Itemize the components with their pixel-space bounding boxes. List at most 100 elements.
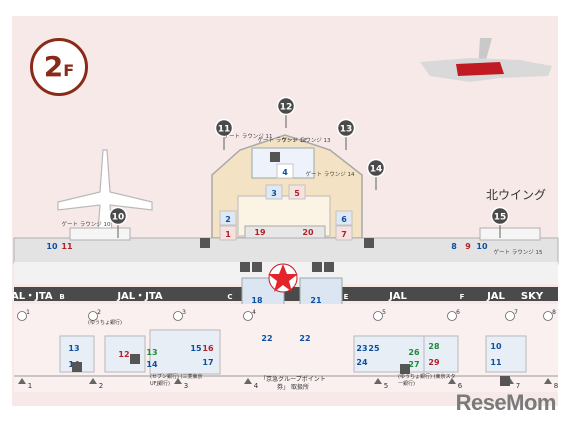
counter-label: JAL xyxy=(388,291,407,302)
shop-10: 10 xyxy=(476,242,488,251)
shop-10: 10 xyxy=(490,342,502,351)
svg-text:3: 3 xyxy=(271,189,277,198)
svg-text:17: 17 xyxy=(202,358,213,367)
svg-text:6: 6 xyxy=(456,309,460,316)
svg-text:19: 19 xyxy=(254,228,266,237)
svg-text:10: 10 xyxy=(112,213,125,223)
svg-text:7: 7 xyxy=(341,230,347,239)
station-8: 88 xyxy=(543,309,558,390)
shop-15: 15 xyxy=(190,344,202,353)
shop-10: 10 xyxy=(46,242,58,251)
svg-text:7: 7 xyxy=(514,309,518,316)
shop-17: 17 xyxy=(202,358,213,367)
shop-26: 26 xyxy=(408,348,420,357)
current-location-icon xyxy=(268,263,298,293)
floor-badge: 2F xyxy=(30,38,88,96)
svg-text:3: 3 xyxy=(182,309,186,316)
station-4: 44 xyxy=(243,309,259,390)
shop-7: 7 xyxy=(335,225,353,241)
counter-label: F xyxy=(460,293,465,301)
svg-text:8: 8 xyxy=(554,382,558,390)
wing-label: 北ウイング xyxy=(486,188,547,202)
shop-1: 1 xyxy=(219,225,237,241)
concourse xyxy=(13,237,559,265)
shop-20: 20 xyxy=(302,228,314,237)
svg-text:9: 9 xyxy=(465,242,471,251)
svg-text:6: 6 xyxy=(341,215,347,224)
svg-text:1: 1 xyxy=(225,230,231,239)
svg-text:4: 4 xyxy=(252,309,256,316)
svg-text:11: 11 xyxy=(218,125,231,135)
shop-6: 6 xyxy=(335,210,353,226)
gate-12: 12 xyxy=(276,96,296,128)
svg-text:15: 15 xyxy=(494,213,507,223)
shop-28: 28 xyxy=(428,342,440,351)
shop-2: 2 xyxy=(219,210,237,226)
gate-lounge-label: ゲート ラウンジ 15 xyxy=(494,248,543,256)
gate-lounge-label: ゲート ラウンジ 13 xyxy=(282,136,331,144)
svg-text:22: 22 xyxy=(299,334,310,343)
shop-22: 22 xyxy=(261,334,272,343)
counter-label: JAL・JTA xyxy=(116,291,163,302)
svg-text:10: 10 xyxy=(490,342,502,351)
svg-text:10: 10 xyxy=(476,242,488,251)
counter-label: B xyxy=(59,293,64,301)
svg-text:11: 11 xyxy=(490,358,502,367)
svg-text:22: 22 xyxy=(261,334,272,343)
shop-16: 16 xyxy=(202,344,214,353)
svg-text:14: 14 xyxy=(370,165,383,175)
floor-number: 2 xyxy=(43,50,64,83)
keikyu-note: 「京急グループポイント券」 取扱所 xyxy=(260,376,326,391)
shop-9: 9 xyxy=(465,242,471,251)
counter-label: SKY xyxy=(521,291,544,302)
gate-lounge-label: ゲート ラウンジ 11 xyxy=(224,132,273,140)
svg-text:28: 28 xyxy=(428,342,440,351)
svg-text:18: 18 xyxy=(251,296,263,305)
shop-18: 18 xyxy=(251,296,263,305)
gate-lounge-label: ゲート ラウンジ 12 xyxy=(258,136,307,144)
gate-11: 11 xyxy=(214,118,234,150)
shop-22: 22 xyxy=(299,334,310,343)
svg-text:14: 14 xyxy=(146,360,158,369)
gate-lounge-label: ゲート ラウンジ 14 xyxy=(306,170,355,178)
station-5: 55 xyxy=(373,309,388,390)
svg-text:13: 13 xyxy=(68,344,79,353)
svg-text:11: 11 xyxy=(61,242,73,251)
svg-text:12: 12 xyxy=(280,103,293,113)
gate-13: 13 xyxy=(336,118,356,150)
counter-label: JAL・JTA xyxy=(6,291,53,302)
svg-text:4: 4 xyxy=(282,168,288,177)
svg-text:8: 8 xyxy=(451,242,457,251)
svg-text:24: 24 xyxy=(356,358,368,367)
svg-text:2: 2 xyxy=(225,215,231,224)
station-1: 11 xyxy=(17,309,32,390)
counter-band xyxy=(14,287,558,301)
facility-icons xyxy=(72,152,510,386)
svg-text:13: 13 xyxy=(340,125,353,135)
station-2: 22 xyxy=(88,309,103,390)
shop-27: 27 xyxy=(408,360,419,369)
shop-11: 11 xyxy=(490,358,502,367)
svg-text:25: 25 xyxy=(368,344,380,353)
svg-text:2: 2 xyxy=(97,309,101,316)
svg-text:13: 13 xyxy=(146,348,157,357)
seven-bank-note: (セブン銀行) (三菱東京UFJ銀行) xyxy=(150,374,203,387)
svg-text:15: 15 xyxy=(190,344,202,353)
shop-29: 29 xyxy=(428,358,440,367)
svg-text:2: 2 xyxy=(99,382,103,390)
svg-text:21: 21 xyxy=(310,296,322,305)
shop-25: 25 xyxy=(368,344,380,353)
shop-8: 8 xyxy=(451,242,457,251)
svg-text:10: 10 xyxy=(46,242,58,251)
station-3: 33 xyxy=(173,309,188,390)
svg-text:12: 12 xyxy=(118,350,129,359)
shop-11: 11 xyxy=(61,242,73,251)
shop-13: 13 xyxy=(146,348,157,357)
svg-text:7: 7 xyxy=(516,382,520,390)
svg-text:23: 23 xyxy=(356,344,367,353)
svg-text:1: 1 xyxy=(26,309,30,316)
shop-5: 5 xyxy=(288,184,306,200)
